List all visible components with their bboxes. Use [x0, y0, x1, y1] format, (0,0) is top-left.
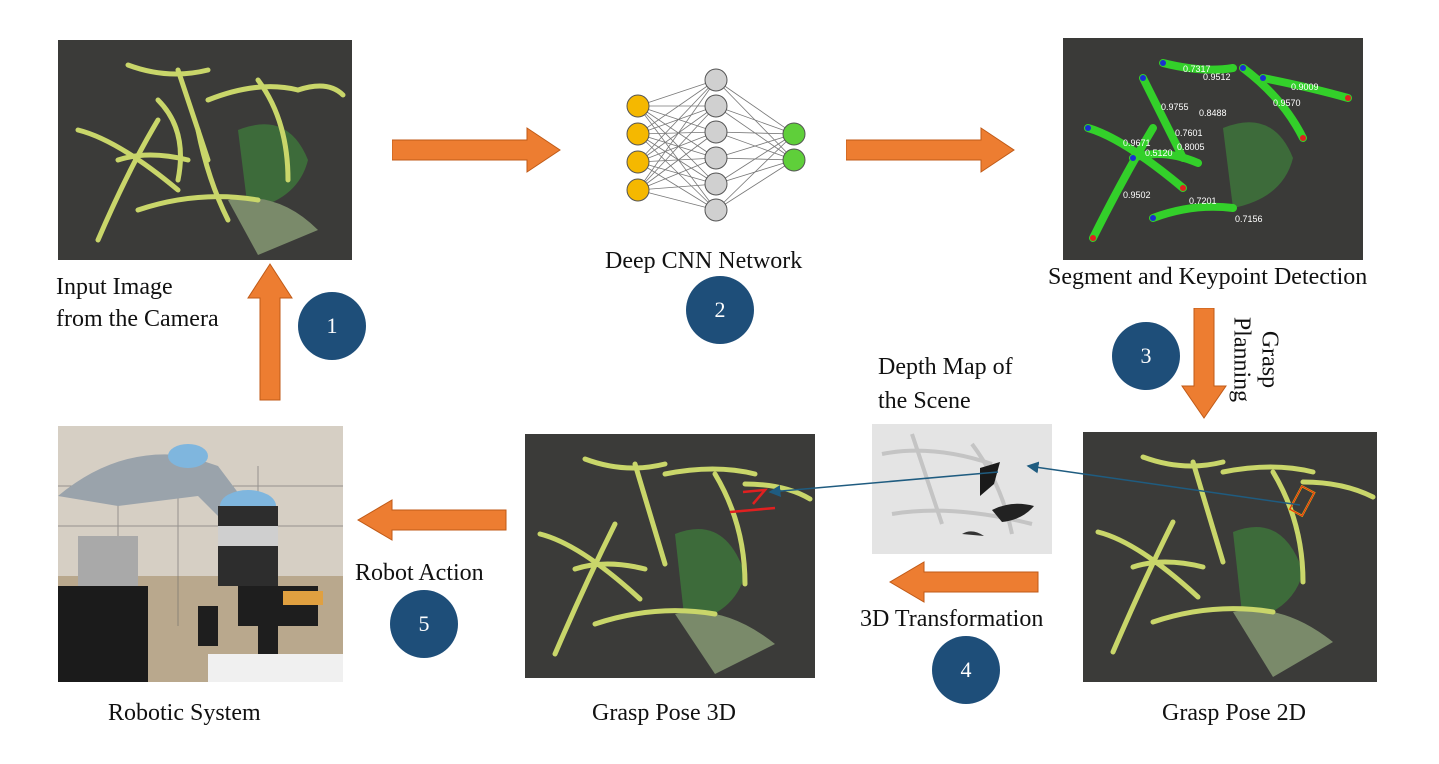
keypoint-score-label: 0.9570: [1273, 98, 1301, 108]
keypoint-score-label: 0.9009: [1291, 82, 1319, 92]
nn-edge: [637, 79, 717, 107]
nn-hidden-node: [704, 68, 728, 92]
nn-edge: [637, 131, 717, 135]
nn-hidden-node: [704, 120, 728, 144]
nn-edge: [637, 131, 717, 163]
cnn-label: Deep CNN Network: [605, 248, 803, 274]
keypoint-score-label: 0.9502: [1123, 190, 1151, 200]
robot-arm-photo: [58, 426, 343, 682]
nn-edge: [715, 79, 795, 135]
keypoint-score-label: 0.9671: [1123, 138, 1151, 148]
arrow-shape: [889, 561, 1039, 603]
arrow-shape: [846, 127, 1015, 173]
nn-edge: [637, 105, 717, 163]
nn-edge: [637, 79, 717, 135]
nn-edge: [637, 105, 717, 211]
connector-depth-to-3d: [768, 471, 999, 498]
keypoint-score-label: 0.7601: [1175, 128, 1203, 138]
keypoint-score-label: 0.8005: [1177, 142, 1205, 152]
step-badge-4: 4: [932, 636, 1000, 704]
nn-edge: [637, 133, 717, 185]
nn-edge: [715, 131, 795, 135]
arrow-cnn-to-segment: [846, 127, 1015, 173]
step-badge-5: 5: [390, 590, 458, 658]
nn-edge: [637, 157, 717, 191]
robot-action-label: Robot Action: [355, 560, 484, 586]
nn-hidden-node: [704, 146, 728, 170]
depth-map-photo: [872, 424, 1052, 554]
nn-output-node: [782, 122, 806, 146]
segment-label: Segment and Keypoint Detection: [1048, 264, 1368, 290]
nn-edge: [637, 157, 717, 163]
nn-edge: [637, 161, 717, 185]
nn-edge: [637, 79, 717, 163]
input-image-photo: [58, 40, 352, 260]
nn-edge: [637, 79, 717, 191]
arrow-shape: [247, 263, 293, 401]
nn-edge: [637, 131, 717, 191]
nn-output-node: [782, 148, 806, 172]
step-badge-2: 2: [686, 276, 754, 344]
nn-edge: [637, 183, 717, 191]
depth-map-label-line1: Depth Map of: [878, 354, 1013, 380]
nn-edge: [637, 133, 717, 159]
arrow-segment-to-grasp2d: [1181, 308, 1227, 419]
input-image-label-line1: Input Image: [56, 274, 173, 300]
nn-edge: [715, 159, 795, 211]
arrow-image-to-cnn: [392, 127, 561, 173]
transform-3d-label: 3D Transformation: [860, 606, 1044, 632]
keypoint-score-label: 0.7317: [1183, 64, 1211, 74]
step-badge-3: 3: [1112, 322, 1180, 390]
keypoint-score-label: 0.5120: [1145, 148, 1173, 158]
arrow-robot-to-input: [247, 263, 293, 401]
nn-edge: [637, 105, 717, 133]
arrow-shape: [357, 499, 507, 541]
arrow-shape: [392, 127, 561, 173]
grasp-pose-2d-label: Grasp Pose 2D: [1162, 700, 1306, 726]
nn-input-node: [626, 122, 650, 146]
step-badge-1: 1: [298, 292, 366, 360]
nn-edge: [637, 105, 717, 159]
nn-edge: [715, 133, 795, 159]
arrow-grasp3d-to-robot: [357, 499, 507, 541]
depth-map-label-line2: the Scene: [878, 388, 971, 414]
nn-hidden-node: [704, 198, 728, 222]
nn-input-node: [626, 94, 650, 118]
nn-hidden-node: [704, 94, 728, 118]
nn-edge: [637, 189, 717, 211]
nn-input-node: [626, 178, 650, 202]
nn-hidden-node: [704, 172, 728, 196]
nn-edge: [637, 133, 717, 211]
input-image-label-line2: from the Camera: [56, 306, 219, 332]
keypoint-score-label: 0.8488: [1199, 108, 1227, 118]
connector-2d-to-depth: [1026, 461, 1301, 506]
nn-input-node: [626, 150, 650, 174]
nn-edge: [637, 105, 717, 191]
nn-edge: [637, 105, 717, 185]
nn-edge: [637, 161, 717, 211]
keypoint-score-label: 0.7201: [1189, 196, 1217, 206]
grasp-pose-3d-photo: [525, 434, 815, 678]
robotic-system-label: Robotic System: [108, 700, 261, 726]
neural-network-icon: [626, 68, 806, 222]
keypoint-score-label: 0.7156: [1235, 214, 1263, 224]
keypoint-score-label: 0.9512: [1203, 72, 1231, 82]
nn-edge: [637, 105, 717, 135]
nn-edge: [715, 105, 795, 135]
arrow-shape: [1181, 308, 1227, 419]
nn-edge: [715, 133, 795, 185]
arrow-depth-to-grasp3d: [889, 561, 1039, 603]
grasp-pose-3d-label: Grasp Pose 3D: [592, 700, 736, 726]
grasp-pose-2d-photo: [1083, 432, 1377, 682]
nn-edge: [715, 133, 795, 211]
keypoint-score-label: 0.9755: [1161, 102, 1189, 112]
